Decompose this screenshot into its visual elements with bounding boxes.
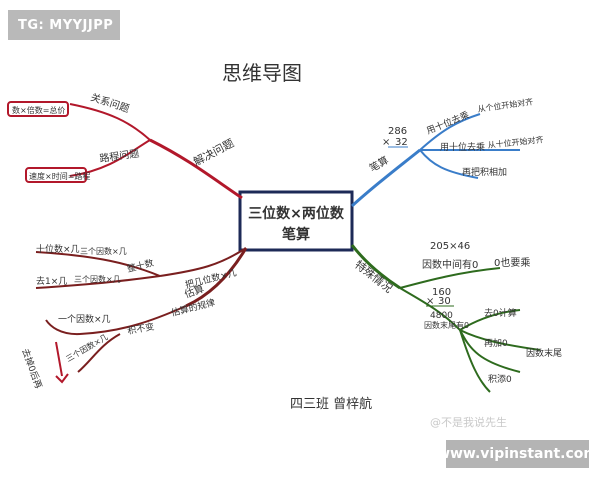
branch-method bbox=[350, 113, 520, 208]
zero-calc-op: × bbox=[426, 296, 434, 307]
estimate-child-6: 一个因数×几 bbox=[58, 313, 111, 325]
zero-leaf-line-3 bbox=[459, 329, 521, 373]
estimate-line-3 bbox=[79, 305, 187, 335]
estimate-line-4 bbox=[77, 333, 121, 373]
branch-method-line-1 bbox=[419, 113, 481, 151]
tg-tag: TG: MYYJJPP bbox=[8, 10, 120, 40]
central-line2: 笔算 bbox=[282, 226, 310, 243]
estimate-arrow-shaft bbox=[55, 341, 63, 377]
solve-note-box-1 bbox=[7, 101, 69, 117]
estimate-line-1 bbox=[35, 251, 161, 277]
branch-solve-line-1 bbox=[69, 103, 151, 141]
branch-method-main-line bbox=[350, 148, 421, 208]
central-topic: 三位数×两位数 笔算 bbox=[238, 190, 354, 252]
zero-leaf-line-4 bbox=[459, 329, 491, 393]
zero-note-3: 因数末尾有0 bbox=[424, 320, 469, 330]
zero-child-3: 因数末尾 bbox=[526, 347, 562, 359]
method-calc-op: × bbox=[382, 137, 390, 148]
solve-note-2: 速度×时间=路程 bbox=[29, 171, 90, 181]
method-child-3: 再把积相加 bbox=[462, 166, 507, 178]
estimate-line-2 bbox=[35, 275, 161, 289]
zero-child-1: 去0计算 bbox=[484, 307, 517, 319]
zero-calc-partial: 4800 bbox=[430, 311, 453, 321]
branch-method-line-3 bbox=[419, 149, 479, 179]
branch-solve bbox=[7, 101, 243, 200]
zero-calc-a: 160 bbox=[432, 287, 451, 298]
solve-note-box-2 bbox=[25, 167, 87, 183]
estimate-child-1: 十位数×几 bbox=[36, 243, 80, 255]
branch-estimate-main-line bbox=[185, 247, 248, 308]
zero-calc-top: 205×46 bbox=[430, 241, 470, 252]
zero-note-1: 因数中间有0 bbox=[422, 258, 478, 271]
estimate-child-2: 去1×几 bbox=[36, 275, 67, 287]
site-banner: www.vipinstant.com bbox=[437, 440, 598, 468]
zero-note-2: 0也要乘 bbox=[494, 256, 530, 269]
branch-solve-main-line bbox=[149, 138, 243, 200]
method-child-2: 用十位去乘 bbox=[440, 141, 485, 153]
central-box bbox=[238, 190, 354, 252]
watermark: @不是我说先生 bbox=[430, 416, 507, 429]
estimate-arrow-head bbox=[55, 373, 69, 384]
branch-solve-line-2 bbox=[69, 139, 151, 177]
estimate-note-1: 三个因数×几 bbox=[80, 246, 127, 256]
zero-child-2: 再加0 bbox=[484, 338, 508, 349]
estimate-note-2: 三个因数×几 bbox=[74, 274, 121, 284]
zero-child-4: 积添0 bbox=[488, 373, 512, 385]
branch-zero-main-line bbox=[350, 244, 401, 290]
zero-calc-b: 30 bbox=[438, 296, 451, 307]
estimate-line-5 bbox=[45, 319, 81, 336]
zero-leaf-line-1 bbox=[459, 309, 521, 331]
branch-estimate-upper bbox=[159, 247, 247, 277]
zero-leaf-line-2 bbox=[459, 329, 541, 351]
method-calc-b: 32 bbox=[395, 137, 408, 148]
branch-zero-line-2 bbox=[399, 267, 501, 289]
central-line1: 三位数×两位数 bbox=[248, 205, 345, 222]
branch-estimate bbox=[35, 247, 248, 384]
solve-note-1: 数×倍数=总价 bbox=[12, 105, 65, 115]
map-title: 思维导图 bbox=[222, 61, 302, 85]
signature: 四三班 曾梓航 bbox=[290, 396, 372, 412]
method-calc-a: 286 bbox=[388, 126, 407, 137]
branch-zero bbox=[350, 244, 541, 393]
